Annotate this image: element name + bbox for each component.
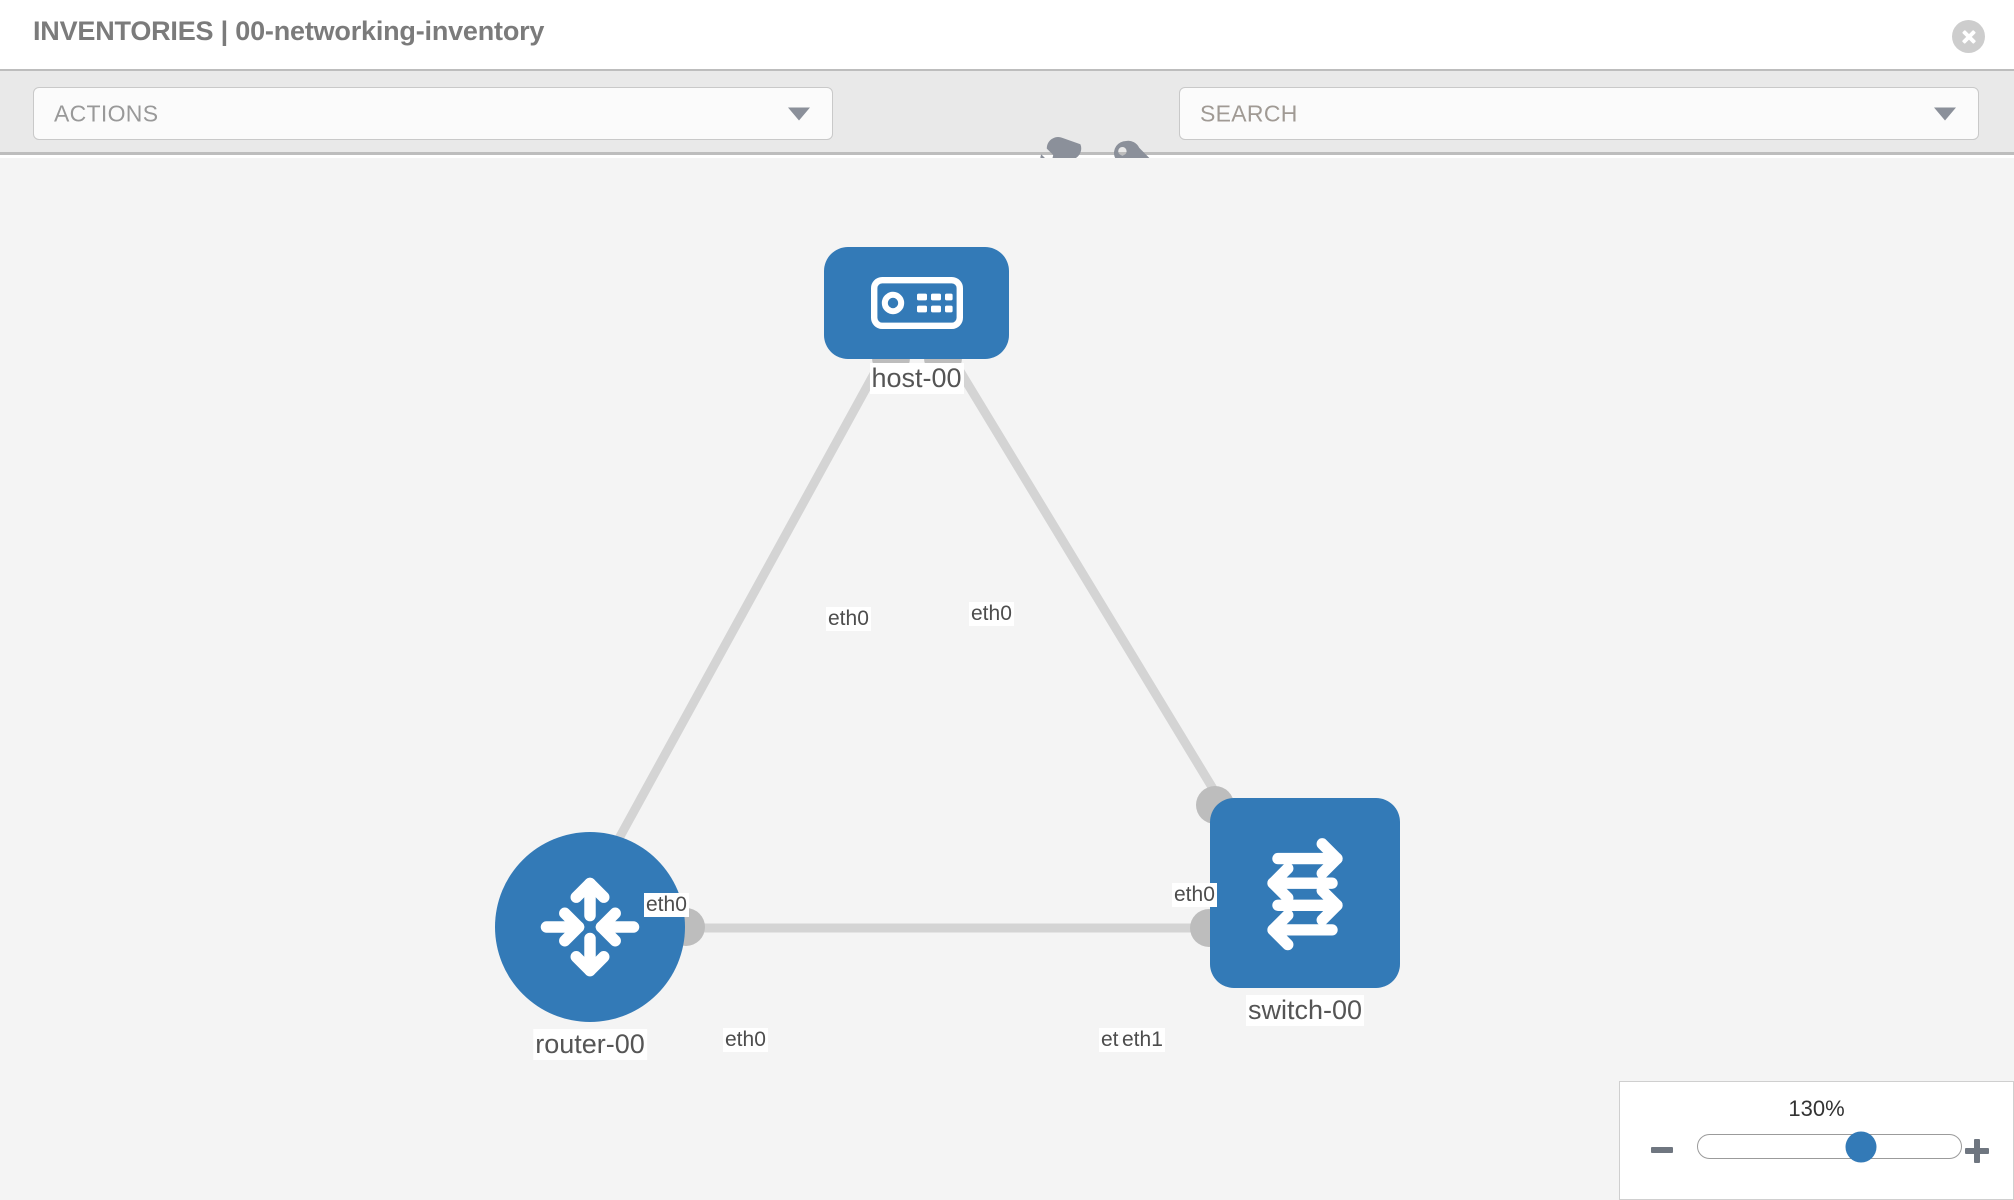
node-switch-00-shape[interactable] <box>1210 798 1400 988</box>
zoom-out-button[interactable] <box>1651 1139 1673 1161</box>
plus-icon-vertical <box>1974 1139 1980 1163</box>
iface-label-router-00-eth0-up: eth0 <box>644 893 689 918</box>
zoom-in-button[interactable] <box>1965 1139 1989 1163</box>
node-router-00[interactable]: router-00 <box>495 832 705 1061</box>
topology-canvas[interactable]: host-00 route <box>0 158 2014 1200</box>
chevron-down-icon <box>788 107 810 120</box>
search-input[interactable]: SEARCH <box>1179 87 1979 140</box>
switch-arrows-icon <box>1267 838 1343 951</box>
close-icon[interactable] <box>1952 20 1985 53</box>
actions-dropdown[interactable]: ACTIONS <box>33 87 833 140</box>
minus-icon <box>1651 1147 1673 1153</box>
iface-label-host-00-eth0-right: eth0 <box>969 602 1014 627</box>
zoom-slider[interactable] <box>1697 1131 1962 1162</box>
toolbar: ACTIONS SEARCH <box>0 69 2014 178</box>
zoom-control-panel: 130% <box>1619 1081 2014 1200</box>
node-host-00-shape[interactable] <box>824 247 1009 359</box>
zoom-slider-thumb[interactable] <box>1845 1131 1877 1162</box>
iface-label-router-00-eth0: eth0 <box>723 1028 768 1053</box>
server-icon <box>870 277 963 329</box>
iface-label-host-00-eth0-left: eth0 <box>826 607 871 632</box>
node-host-00-label: host-00 <box>869 363 964 395</box>
node-router-00-label: router-00 <box>533 1029 647 1061</box>
chevron-down-icon <box>1934 107 1956 120</box>
router-arrows-icon <box>540 877 640 977</box>
iface-label-switch-00-eth1: eth1 <box>1120 1028 1165 1053</box>
node-switch-00-label: switch-00 <box>1245 995 1365 1027</box>
search-placeholder: SEARCH <box>1200 100 1298 126</box>
node-router-00-shape[interactable] <box>495 832 685 1022</box>
zoom-level-label: 130% <box>1788 1096 1845 1121</box>
node-host-00[interactable]: host-00 <box>824 247 1009 395</box>
iface-label-switch-00-eth0-up: eth0 <box>1172 883 1217 908</box>
actions-dropdown-label: ACTIONS <box>54 100 159 126</box>
page-header: INVENTORIES | 00-networking-inventory <box>0 0 2014 69</box>
page-title: INVENTORIES | 00-networking-inventory <box>33 16 545 46</box>
node-switch-00[interactable]: switch-00 <box>1190 786 1400 1027</box>
topology-links <box>595 358 1260 933</box>
